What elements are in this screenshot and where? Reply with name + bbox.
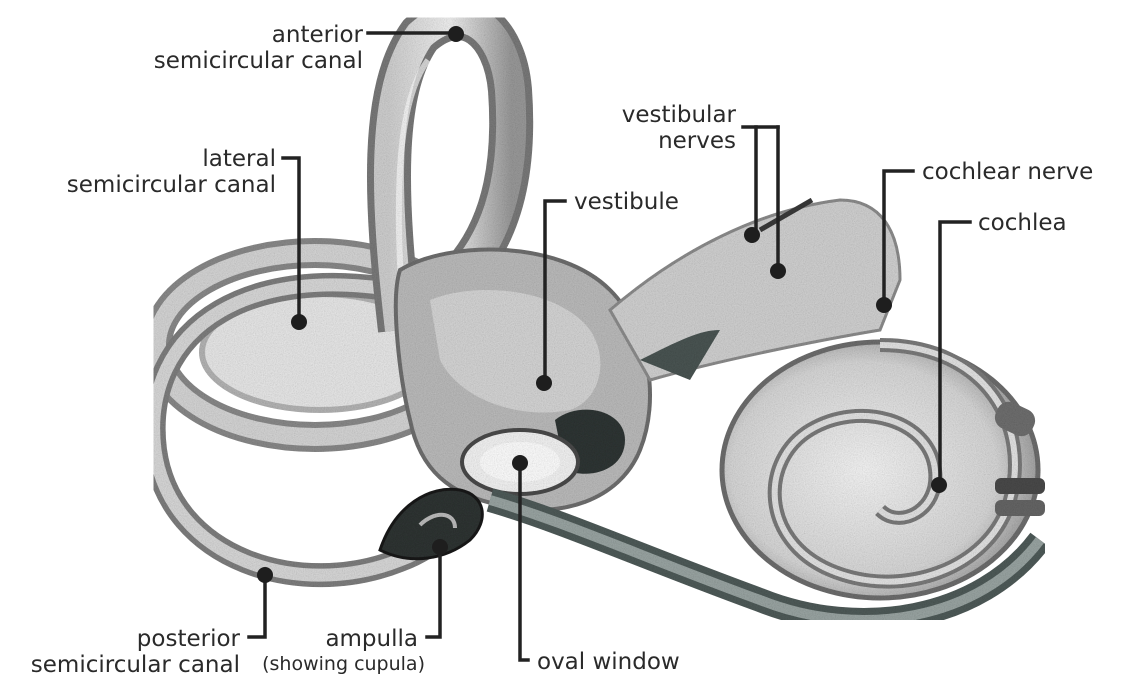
label-posterior-line2: semicircular canal [31, 652, 240, 678]
label-cochlear-nerve: cochlear nerve [922, 159, 1093, 185]
vestibule-shape [396, 250, 650, 510]
label-ampulla-line1: ampulla [325, 626, 418, 652]
label-lateral-line1: lateral [202, 146, 276, 172]
label-lateral-line2: semicircular canal [67, 172, 276, 198]
label-anterior-line1: anterior [272, 22, 364, 48]
cochlea-shape [722, 342, 1045, 598]
label-posterior-line1: posterior [137, 626, 241, 652]
label-vestibule: vestibule [574, 189, 679, 215]
label-vestibular-nerves-line1: vestibular [622, 102, 737, 128]
label-vestibular-nerves-line2: nerves [658, 128, 736, 154]
label-anterior-line2: semicircular canal [154, 48, 363, 74]
anatomy-drawing [154, 18, 1045, 620]
label-cochlea: cochlea [978, 210, 1067, 236]
label-ampulla-line2: (showing cupula) [262, 653, 425, 675]
label-oval-window: oval window [537, 649, 680, 675]
ampulla-shape [380, 489, 482, 558]
